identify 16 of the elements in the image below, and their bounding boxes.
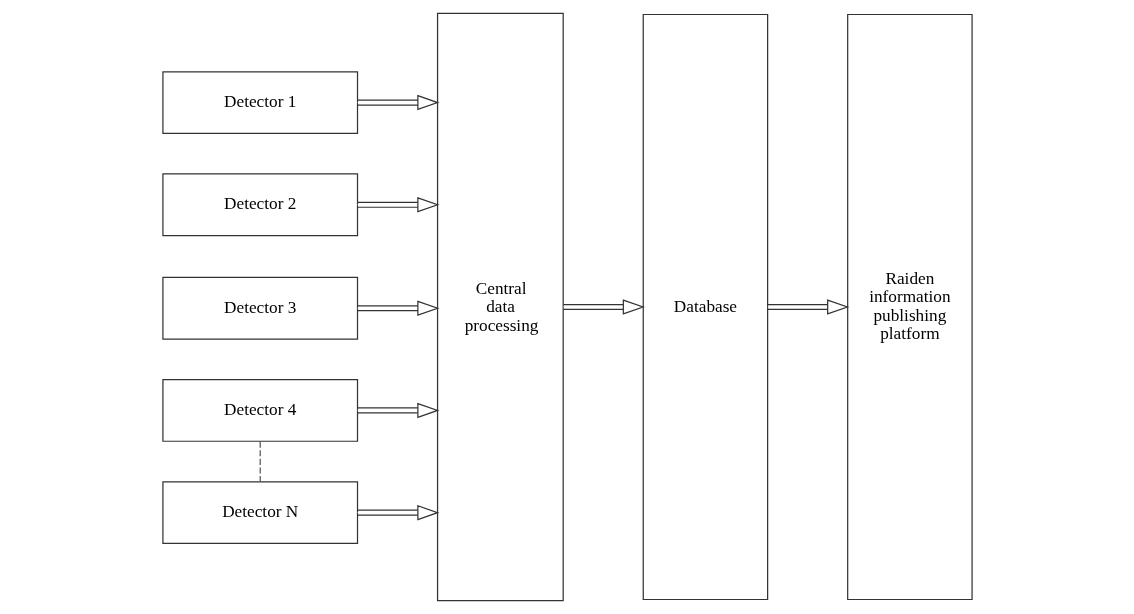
node-box: Detector N bbox=[161, 481, 358, 545]
node-box: Detector 3 bbox=[161, 276, 358, 340]
arrow bbox=[356, 402, 439, 419]
arrow bbox=[766, 299, 849, 315]
node-box: Detector 4 bbox=[161, 379, 358, 442]
arrow bbox=[356, 197, 439, 213]
arrow bbox=[562, 299, 645, 315]
node-box: Raiden information publishing platform bbox=[846, 13, 973, 601]
arrow bbox=[356, 504, 439, 521]
arrow bbox=[356, 300, 439, 316]
connector bbox=[259, 440, 261, 483]
node-box: Central data processing bbox=[436, 12, 564, 602]
arrow bbox=[356, 94, 439, 111]
node-box: Detector 1 bbox=[161, 71, 358, 134]
node-box: Detector 2 bbox=[161, 173, 358, 237]
node-box: Database bbox=[642, 13, 768, 601]
